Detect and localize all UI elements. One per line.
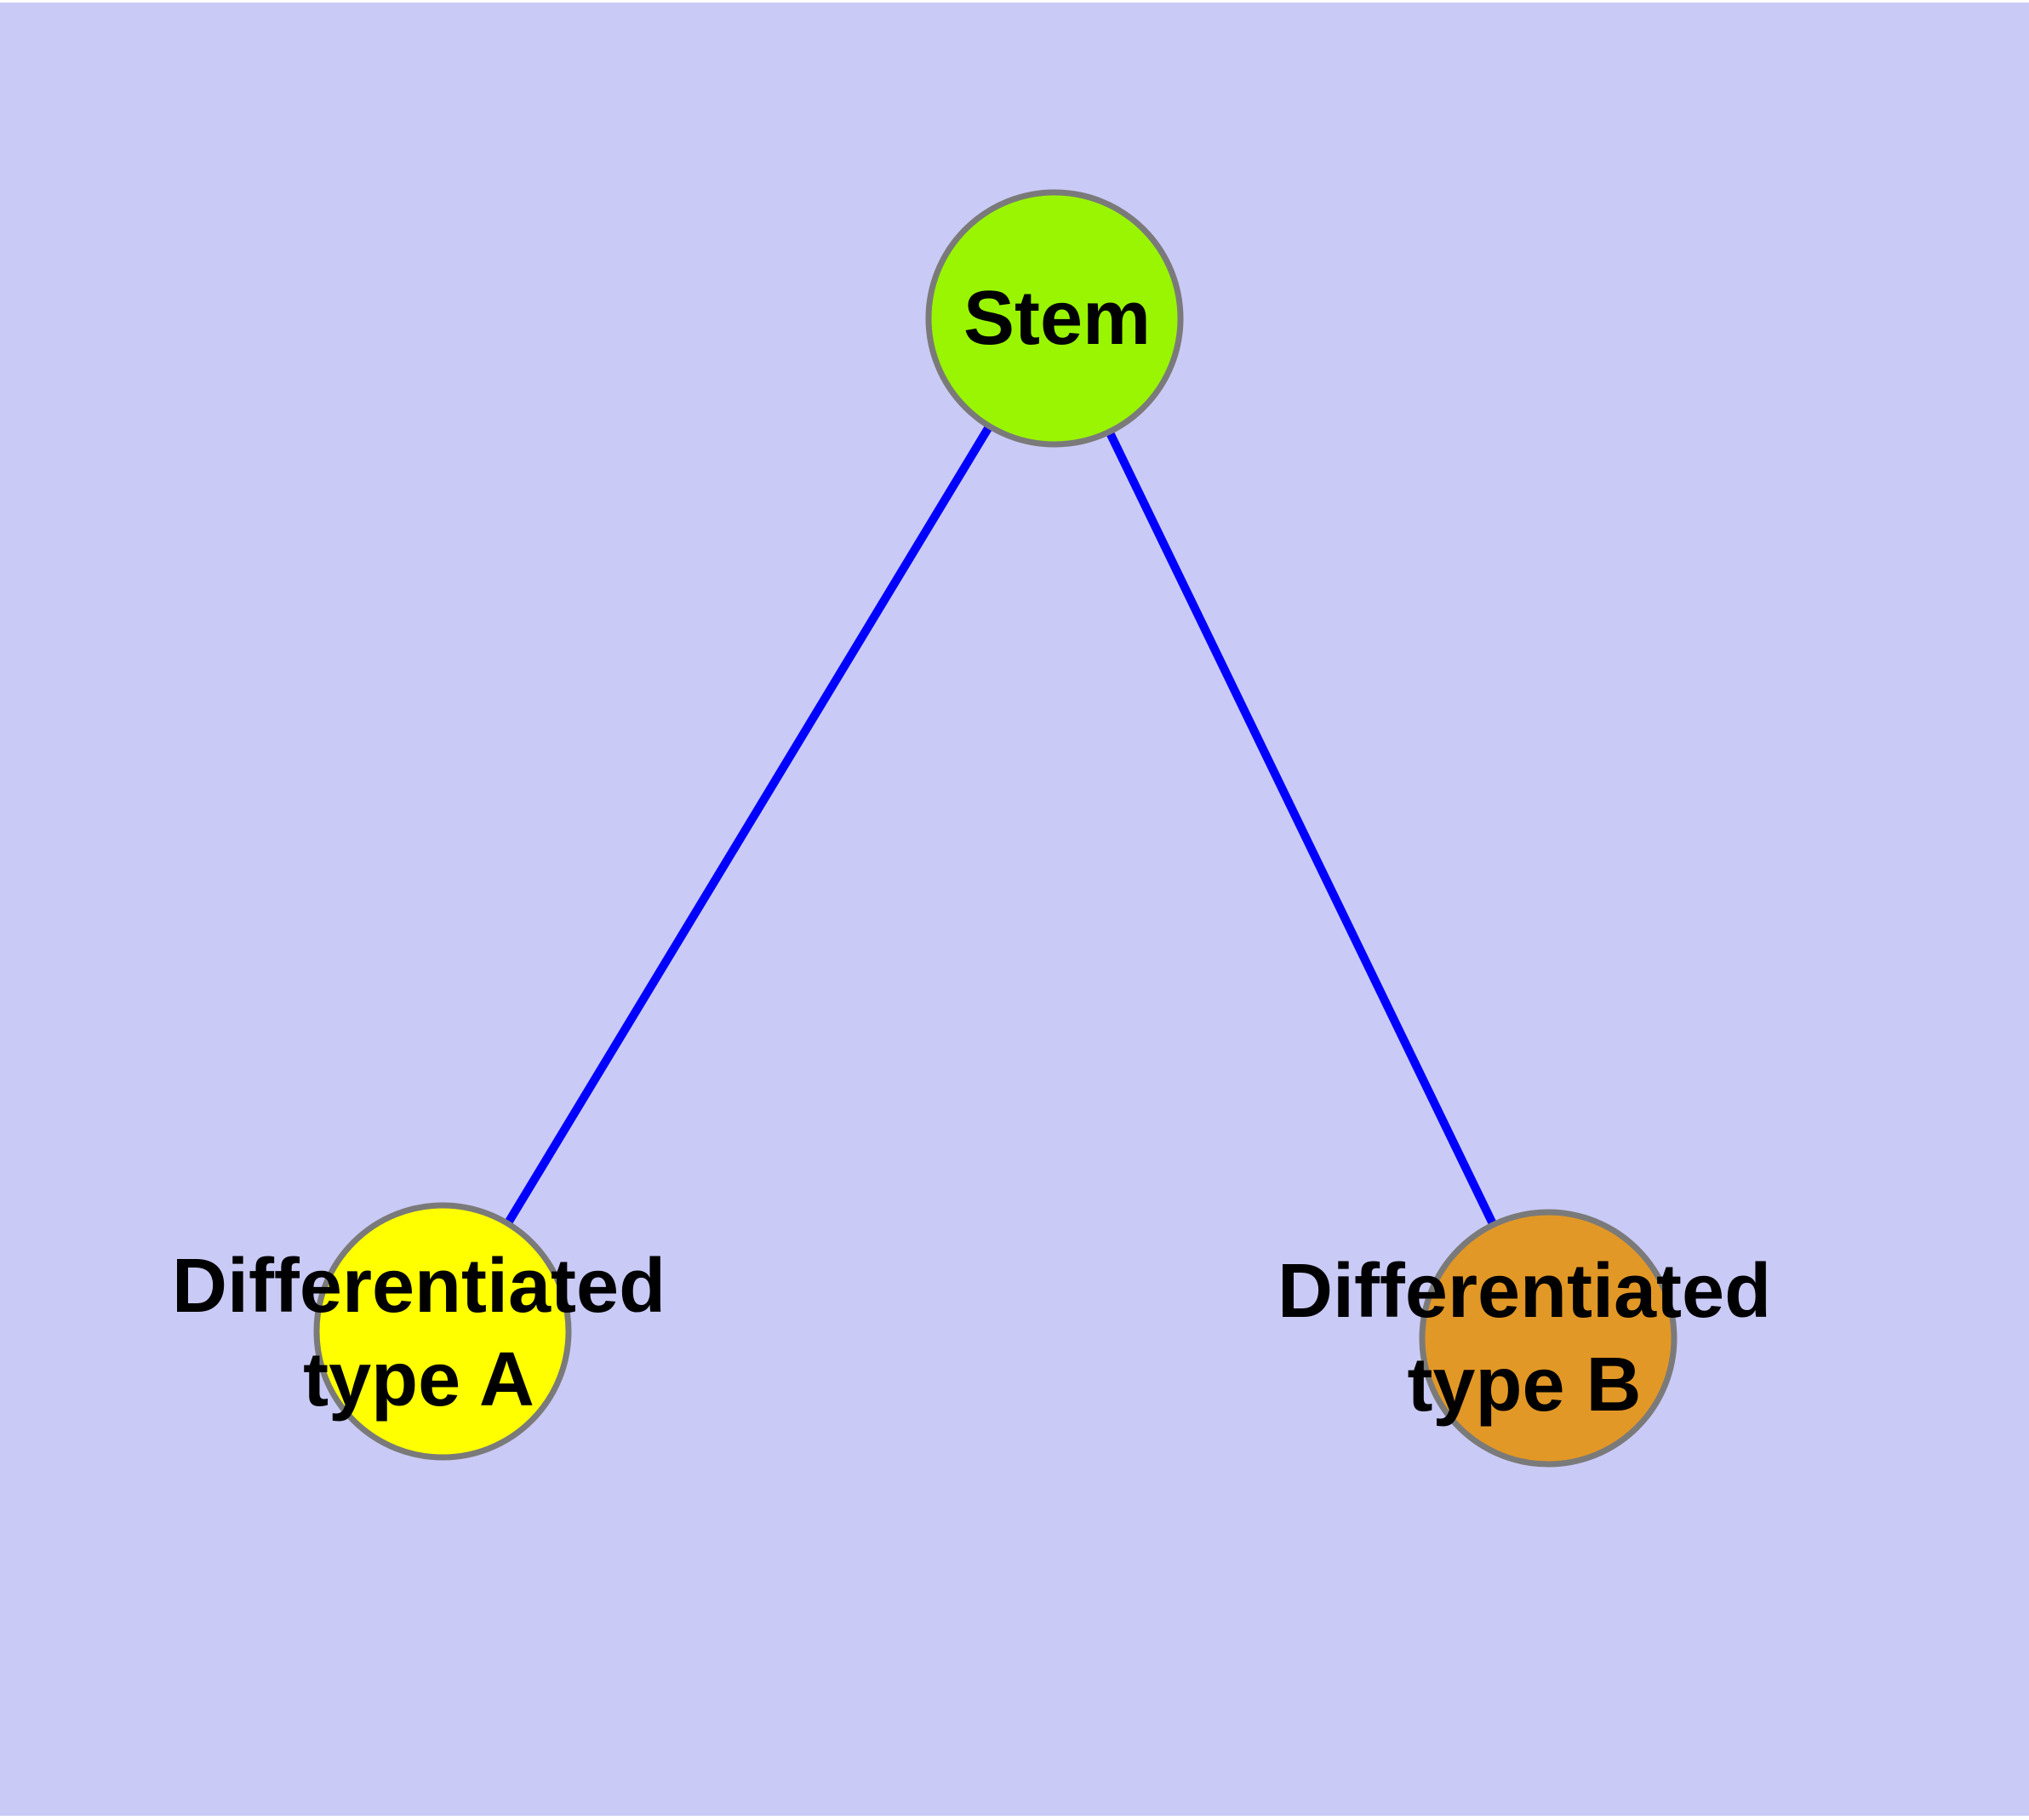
node-type-a-circle	[313, 1202, 572, 1461]
node-type-b-circle	[1419, 1209, 1677, 1468]
node-type-a-label: Differentiated type A	[172, 1239, 666, 1427]
node-stem-label: Stem	[963, 272, 1151, 365]
node-stem-circle	[925, 189, 1184, 448]
graph-svg	[313, 189, 1677, 1468]
label-line: Differentiated	[171, 1244, 666, 1329]
label-line: type A	[303, 1337, 534, 1422]
graph-canvas: Stem Differentiated type A Differentiate…	[0, 3, 2029, 1816]
node-type-b-label: Differentiated type B	[1277, 1245, 1771, 1432]
label-line: Stem	[963, 276, 1152, 361]
label-line: Differentiated	[1277, 1249, 1772, 1334]
label-line: type B	[1407, 1342, 1642, 1428]
edge-stem-to-type-b	[1050, 316, 1552, 1341]
edge-stem-to-type-a	[438, 316, 1059, 1334]
